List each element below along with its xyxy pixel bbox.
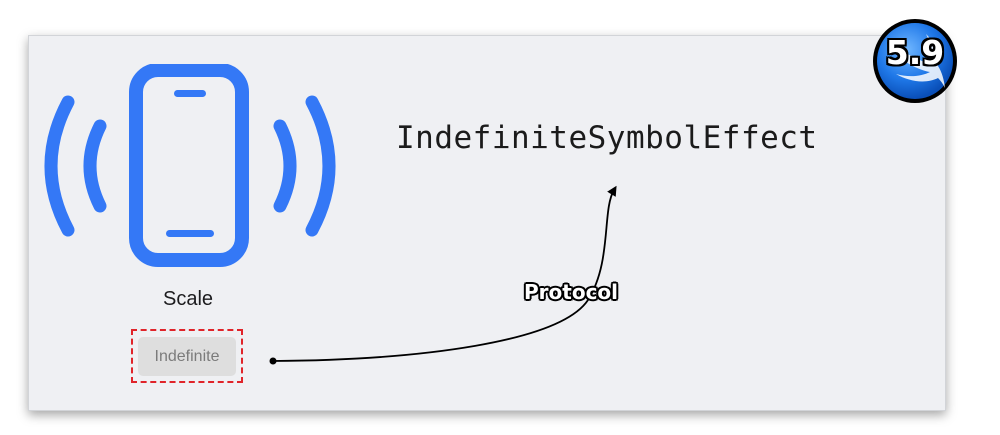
swift-logo-icon (873, 19, 957, 103)
highlight-box (131, 329, 243, 383)
iphone-radiowaves-icon (44, 64, 336, 267)
indefinite-button[interactable]: Indefinite (138, 337, 236, 376)
swift-version-badge: 5.9 (885, 33, 945, 72)
effect-caption: Scale (162, 288, 214, 310)
type-name: IndefiniteSymbolEffect (396, 120, 818, 156)
protocol-label: Protocol (524, 280, 619, 304)
